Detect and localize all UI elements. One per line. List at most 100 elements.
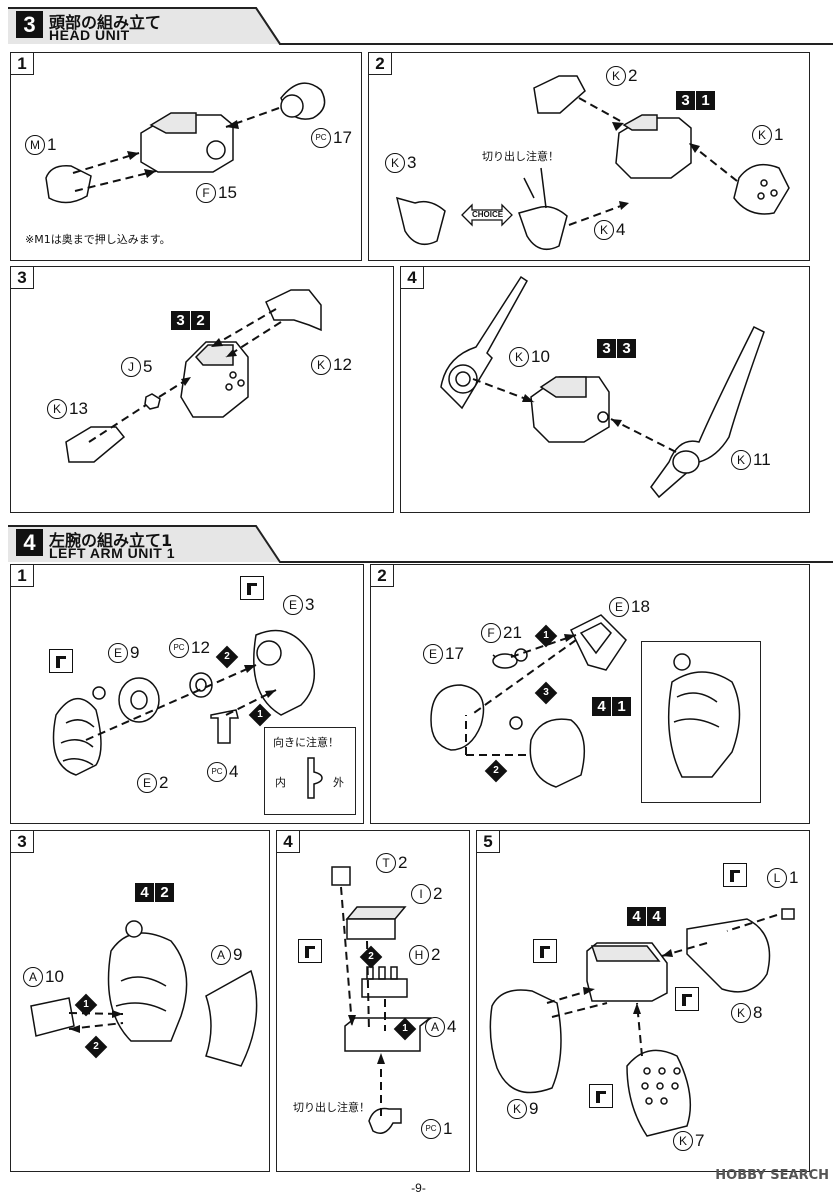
step-number: 1	[10, 52, 34, 75]
assembly-diagram	[489, 908, 795, 1137]
cut-caution-note: 切り出し注意！	[482, 150, 559, 163]
cut-mark-icon	[298, 939, 322, 963]
header-tab-shape	[8, 525, 833, 563]
section-title-jp: 左腕の組み立て1	[49, 531, 173, 550]
choice-label: CHOICE	[472, 210, 504, 219]
cut-mark-icon	[533, 939, 557, 963]
assembly-diagram	[52, 629, 316, 776]
order-marker: 2	[359, 945, 383, 969]
section-title-en: LEFT ARM UNIT 1	[49, 545, 175, 561]
step-number: 3	[10, 830, 34, 853]
order-marker: 2	[484, 759, 508, 783]
order-marker: 2	[215, 645, 239, 669]
section-3-header: 3 頭部の組み立て HEAD UNIT	[8, 6, 833, 46]
step-number: 4	[276, 830, 300, 853]
watermark-logo: HOBBY SEARCH	[715, 1168, 829, 1183]
step-number: 3	[10, 266, 34, 289]
cut-mark-icon	[240, 576, 264, 600]
order-marker: 1	[393, 1017, 417, 1041]
step-number: 2	[370, 564, 394, 587]
cut-mark-icon	[49, 649, 73, 673]
orientation-inset: 向きに注意！ 内 外	[264, 727, 356, 815]
assembly-diagram	[45, 82, 326, 204]
inner-label: 内	[275, 776, 286, 789]
assembly-diagram	[65, 289, 322, 463]
order-marker: 2	[84, 1035, 108, 1059]
assembly-diagram	[30, 920, 258, 1067]
page-number: -9-	[411, 1181, 426, 1195]
completed-part-drawing	[667, 653, 741, 778]
assembly-diagram	[430, 614, 627, 788]
cut-caution-note: 切り出し注意！	[293, 1101, 370, 1114]
order-marker: 1	[248, 703, 272, 727]
section-number: 4	[16, 529, 43, 556]
cut-mark-icon	[589, 1084, 613, 1108]
cut-mark-icon	[675, 987, 699, 1011]
orientation-caution-note: 向きに注意！	[273, 736, 339, 749]
completed-view-inset	[641, 641, 761, 803]
order-marker: 1	[74, 993, 98, 1017]
assembly-diagram	[395, 75, 790, 251]
order-marker: 3	[534, 681, 558, 705]
assembly-diagram	[440, 275, 765, 499]
step-number: 1	[10, 564, 34, 587]
step-number: 5	[476, 830, 500, 853]
peg-diagram	[307, 757, 323, 799]
cut-mark-icon	[723, 863, 747, 887]
section-4-header: 4 左腕の組み立て1 LEFT ARM UNIT 1	[8, 524, 833, 564]
step-number: 4	[400, 266, 424, 289]
assembly-note: ※M1は奥まで押し込みます。	[25, 233, 171, 246]
outer-label: 外	[333, 776, 344, 789]
order-marker: 1	[534, 624, 558, 648]
section-title-jp: 頭部の組み立て	[49, 13, 162, 32]
section-title-en: HEAD UNIT	[49, 27, 130, 43]
section-number: 3	[16, 11, 43, 38]
